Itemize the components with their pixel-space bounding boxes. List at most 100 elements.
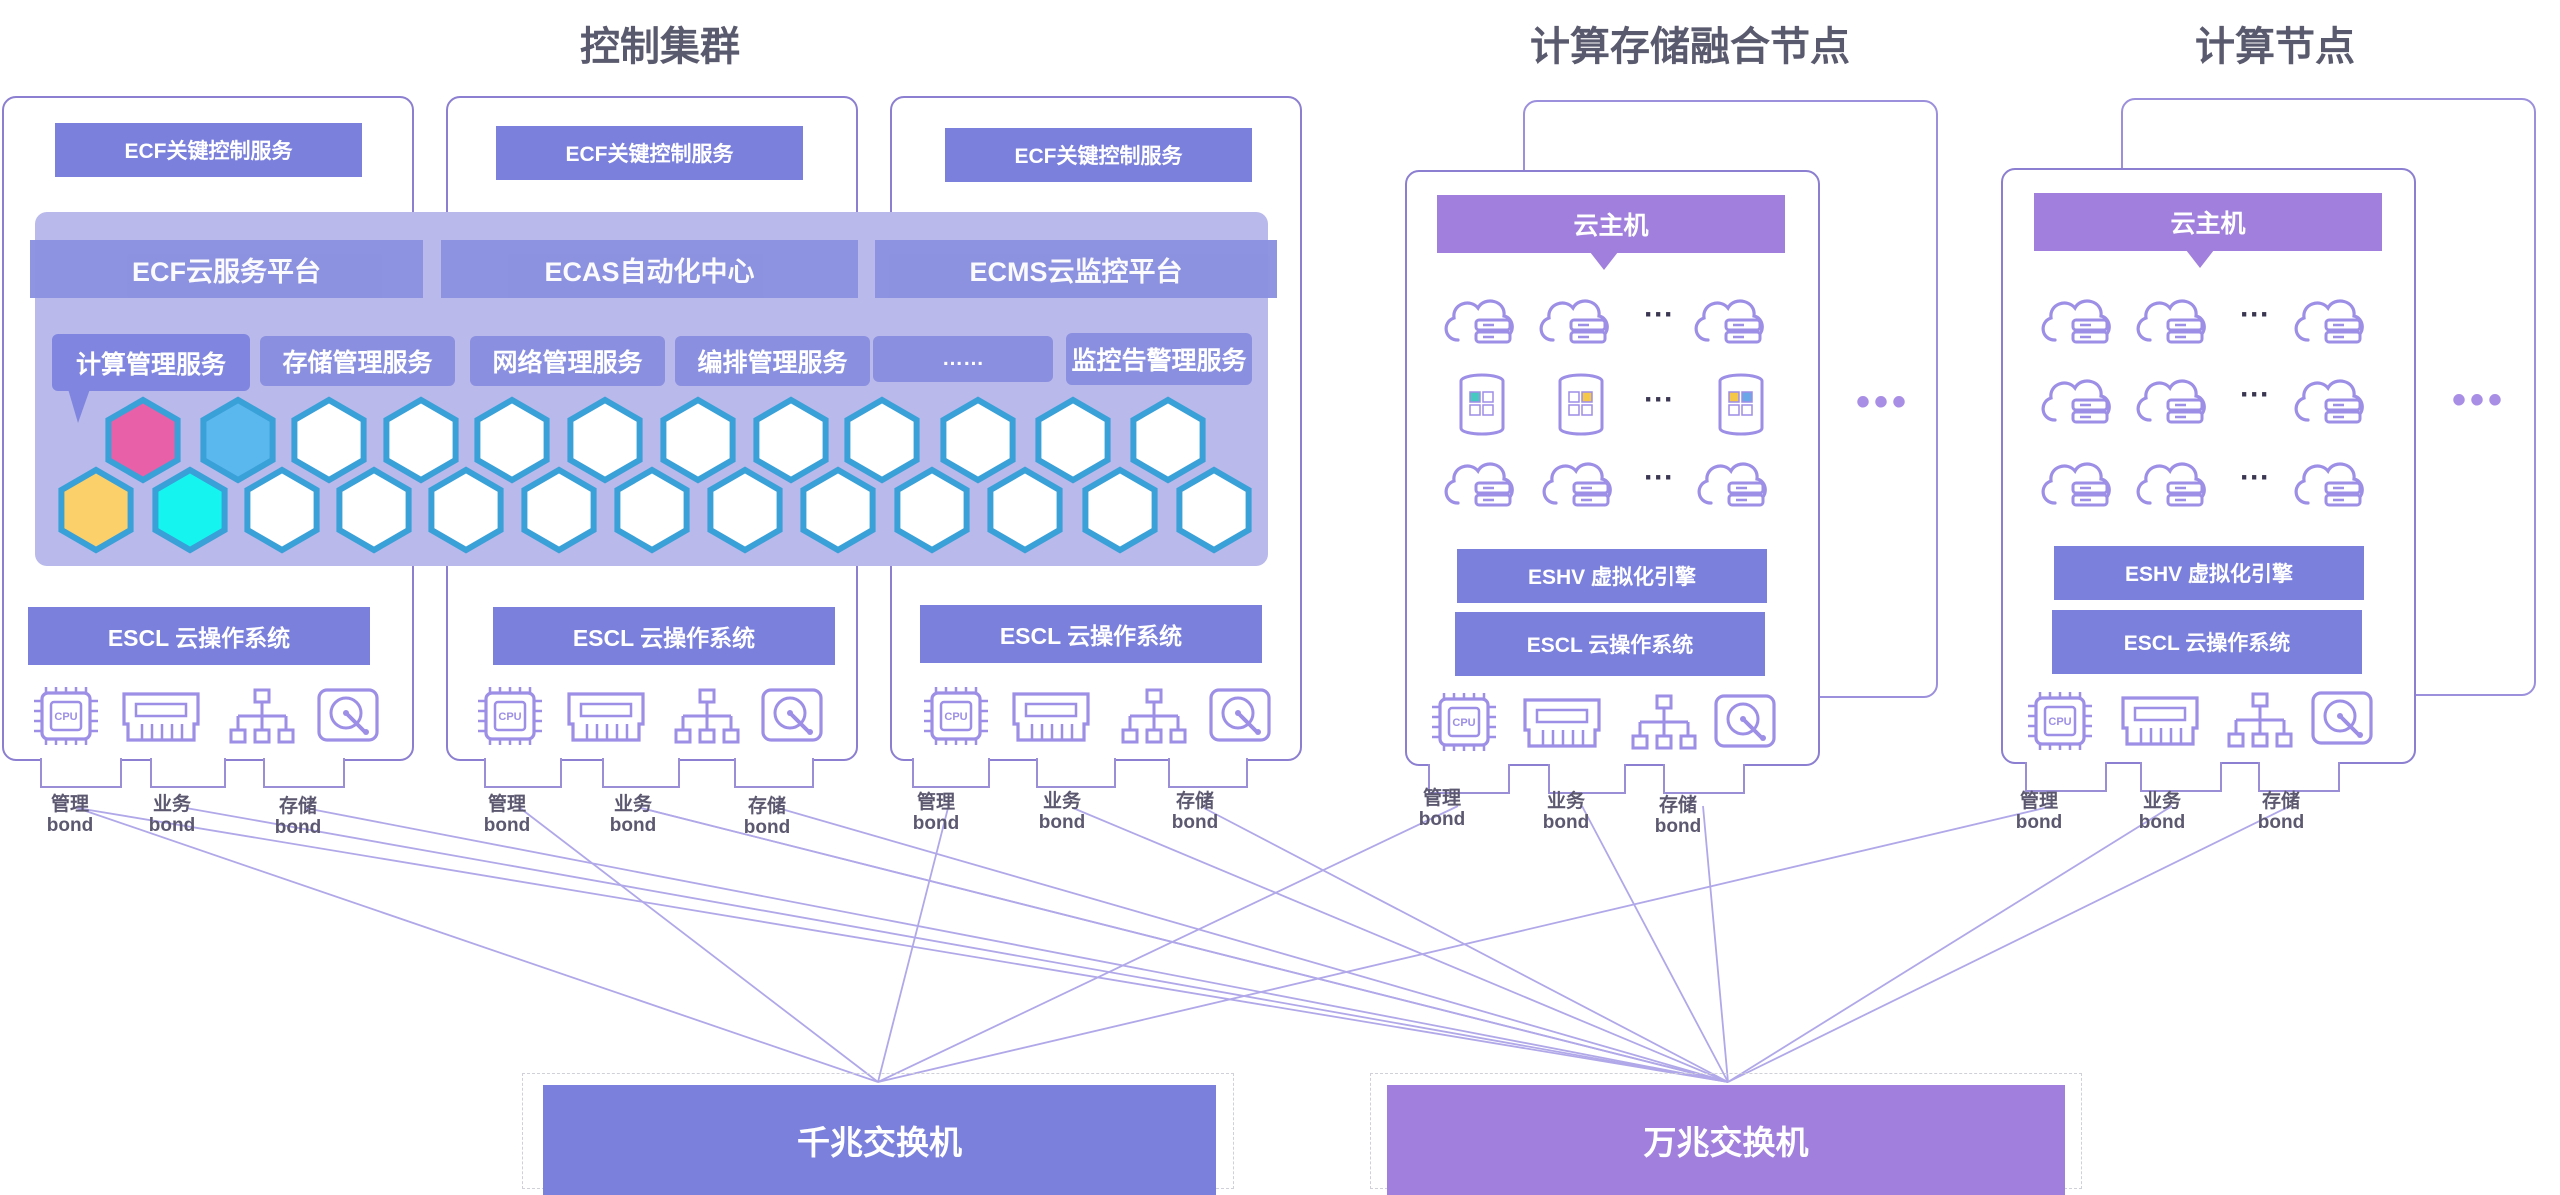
network-link: [76, 807, 1729, 1083]
disk-drive-icon: [2311, 691, 2373, 745]
ecms-platform: ECMS云监控平台: [875, 240, 1277, 298]
vm-pointer-converged: [1590, 252, 1618, 270]
compute-nodes-title: 计算节点: [2195, 25, 2355, 69]
hex-service-node: [474, 396, 550, 484]
vm-pointer-compute: [2186, 250, 2214, 268]
bond-suffix: bond: [46, 815, 94, 836]
escl-os-control-3: ESCL 云操作系统: [920, 605, 1262, 663]
more-nodes-compute: •••: [2451, 378, 2506, 422]
more-vms-ellipsis: ···: [1644, 298, 1674, 331]
service-storage-mgmt: 存储管理服务: [260, 336, 455, 386]
cpu-label: CPU: [54, 711, 77, 723]
network-topology-icon: [674, 688, 740, 744]
network-link: [777, 807, 1729, 1083]
bond-type: 业务: [1042, 791, 1081, 812]
cloud-server-icon: [2136, 462, 2206, 507]
mgmt-bond-label: 管理 bond: [2004, 791, 2074, 833]
service-pointer: [68, 389, 90, 423]
mgmt-bond-port-control-2: [484, 758, 562, 788]
network-link: [304, 807, 1729, 1083]
bond-type: 管理: [487, 794, 526, 815]
hex-service-node: [894, 466, 970, 554]
network-link: [1702, 805, 1729, 1083]
cloud-server-icon: [1694, 299, 1764, 344]
hex-service-node: [707, 466, 783, 554]
cpu-icon: CPU: [1432, 693, 1496, 751]
network-link: [1581, 805, 1729, 1083]
vm-label-compute: 云主机: [2034, 193, 2382, 251]
escl-os-control-2: ESCL 云操作系统: [493, 607, 835, 665]
hex-service-node: [800, 466, 876, 554]
hex-service-node: [428, 466, 504, 554]
more-vms-ellipsis: ···: [2240, 298, 2270, 331]
memory-icon: [2121, 696, 2199, 746]
storage-bond-label: 存储 bond: [1160, 791, 1230, 833]
network-link: [185, 807, 1729, 1083]
cloud-server-icon: [2041, 462, 2111, 507]
network-link: [1203, 807, 1729, 1083]
hex-service-node: [1176, 466, 1252, 554]
more-vms-ellipsis: ···: [1644, 383, 1674, 416]
network-link: [1072, 807, 1729, 1083]
hex-service-node: [987, 466, 1063, 554]
bond-suffix: bond: [1418, 809, 1466, 830]
mgmt-bond-port-control-1: [40, 758, 122, 788]
ecf-key-service-1: ECF关键控制服务: [55, 123, 362, 177]
storage-bond-port-compute: [2258, 762, 2340, 792]
hex-service-node: [1035, 396, 1111, 484]
biz-bond-label: 业务 bond: [2127, 791, 2197, 833]
ecf-key-service-2: ECF关键控制服务: [496, 126, 803, 180]
bond-type: 存储: [278, 796, 317, 817]
hex-service-node: [1082, 466, 1158, 554]
hex-service-node: [200, 396, 276, 484]
network-topology-icon: [1121, 688, 1187, 744]
storage-bond-label: 存储 bond: [2246, 791, 2316, 833]
biz-bond-port-control-3: [1036, 758, 1116, 788]
escl-os-converged: ESCL 云操作系统: [1455, 612, 1765, 676]
hex-service-node: [244, 466, 320, 554]
cloud-server-icon: [2294, 462, 2364, 507]
hex-service-node: [383, 396, 459, 484]
bond-suffix: bond: [609, 815, 657, 836]
disk-drive-icon: [1209, 688, 1271, 742]
mgmt-bond-port-compute: [2025, 762, 2107, 792]
bond-suffix: bond: [1038, 812, 1086, 833]
bond-type: 业务: [2142, 791, 2181, 812]
network-link: [519, 807, 879, 1083]
escl-os-control-1: ESCL 云操作系统: [28, 607, 370, 665]
network-topology-icon: [2227, 692, 2293, 748]
eshv-compute: ESHV 虚拟化引擎: [2054, 546, 2364, 600]
network-link: [1727, 805, 2291, 1083]
storage-volume-icon: [1558, 373, 1604, 436]
bond-suffix: bond: [1654, 816, 1702, 837]
control-cluster-title: 控制集群: [580, 25, 740, 69]
service-more: ……: [873, 336, 1053, 382]
hex-service-node: [614, 466, 690, 554]
bond-type: 存储: [1658, 795, 1697, 816]
bond-type: 管理: [1422, 788, 1461, 809]
more-vms-ellipsis: ···: [2240, 461, 2270, 494]
cloud-server-icon: [1542, 462, 1612, 507]
bond-suffix: bond: [148, 815, 196, 836]
service-orchestration-mgmt: 编排管理服务: [675, 336, 870, 386]
bond-suffix: bond: [2138, 812, 2186, 833]
network-link: [76, 807, 879, 1083]
memory-icon: [1523, 698, 1601, 748]
bond-suffix: bond: [2257, 812, 2305, 833]
mgmt-bond-label: 管理 bond: [1407, 788, 1477, 830]
bond-type: 存储: [747, 796, 786, 817]
storage-bond-port-converged: [1663, 764, 1745, 794]
bond-type: 业务: [152, 794, 191, 815]
cpu-icon: CPU: [2028, 692, 2092, 750]
hex-service-node: [753, 396, 829, 484]
hex-service-node: [336, 466, 412, 554]
cpu-label: CPU: [498, 711, 521, 723]
biz-bond-label: 业务 bond: [1027, 791, 1097, 833]
bond-type: 存储: [2261, 791, 2300, 812]
biz-bond-label: 业务 bond: [137, 794, 207, 836]
bond-suffix: bond: [2015, 812, 2063, 833]
service-compute-mgmt: 计算管理服务: [52, 334, 250, 391]
cpu-label: CPU: [944, 711, 967, 723]
biz-bond-port-converged: [1548, 764, 1626, 794]
